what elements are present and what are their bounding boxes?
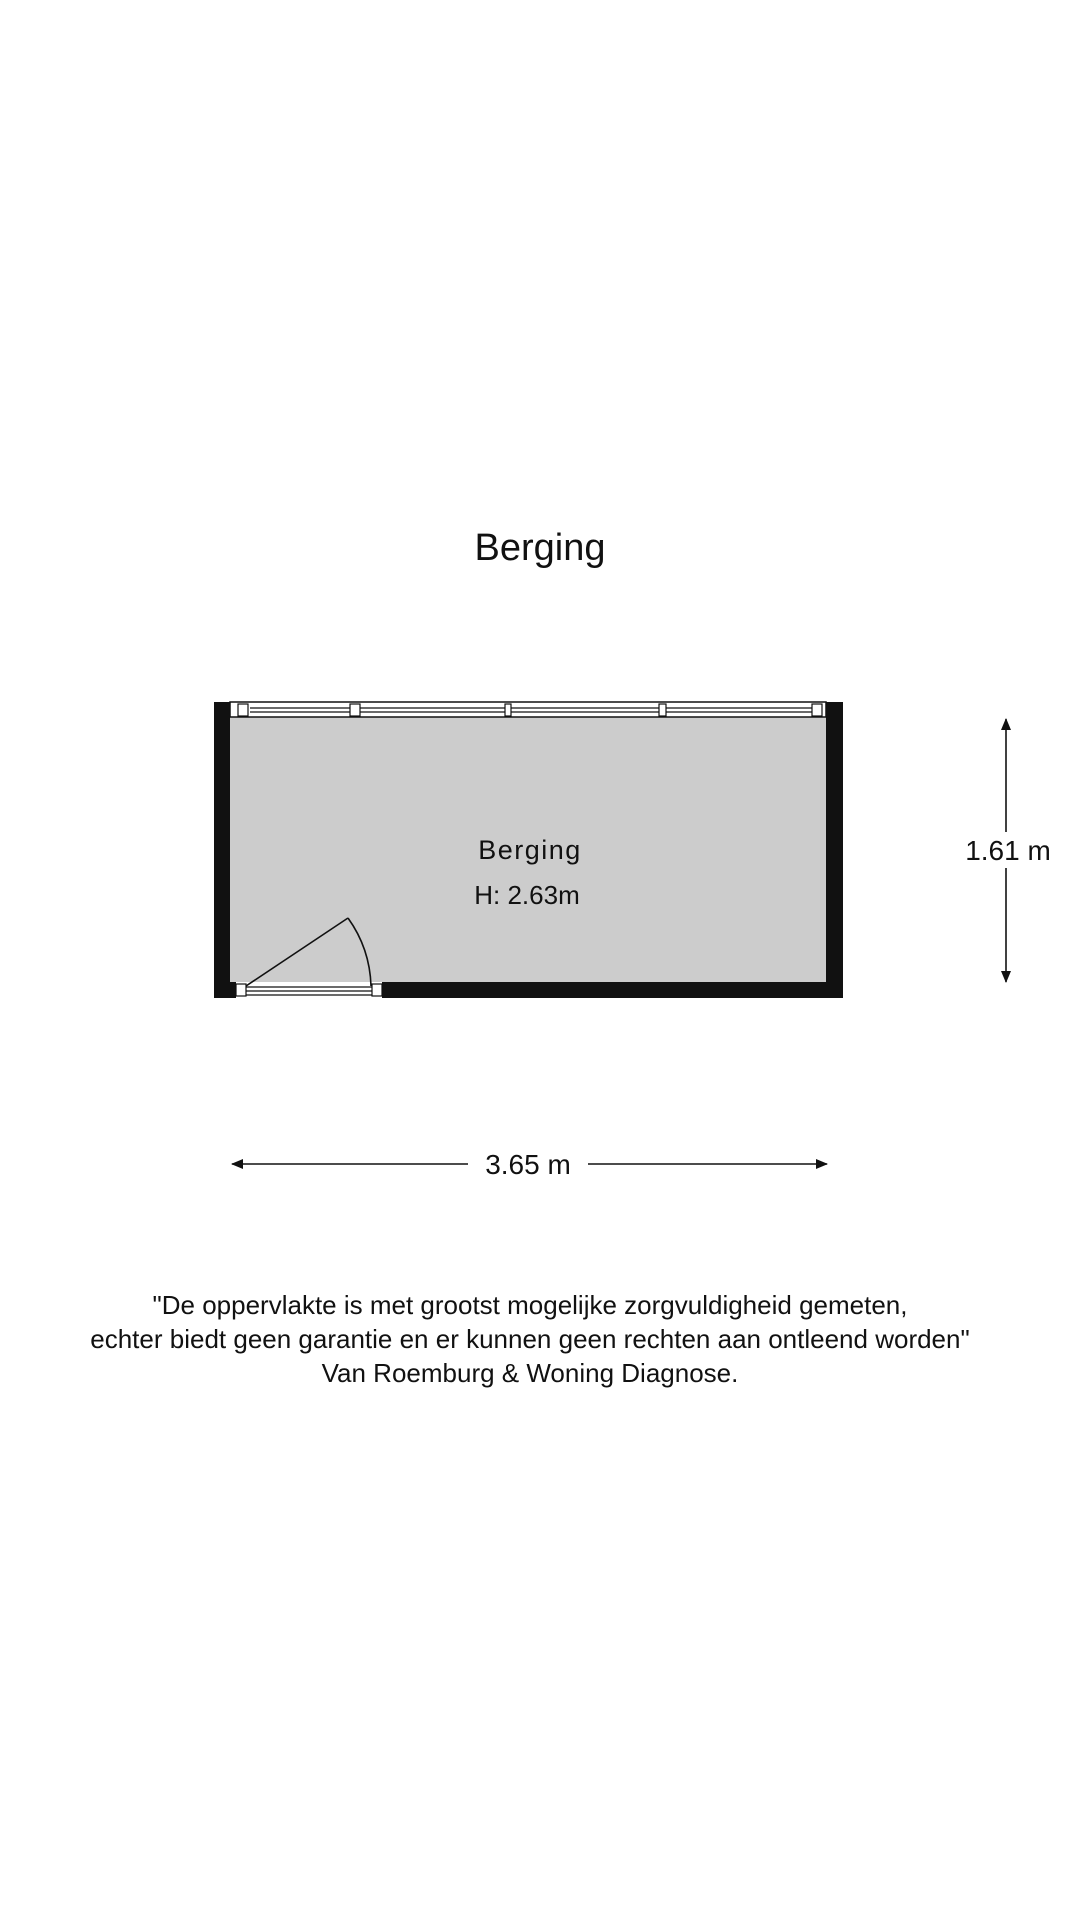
room-floor — [230, 717, 830, 982]
right-wall — [826, 702, 843, 998]
depth-dimension: 1.61 m — [965, 718, 1051, 983]
left-wall — [214, 702, 230, 998]
depth-label: 1.61 m — [965, 835, 1051, 866]
width-label: 3.65 m — [485, 1149, 571, 1180]
room-name-label: Berging — [478, 835, 582, 865]
disclaimer-line: echter biedt geen garantie en er kunnen … — [90, 1324, 970, 1354]
door — [235, 917, 383, 998]
page-title: Berging — [474, 527, 606, 569]
disclaimer: "De oppervlakte is met grootst mogelijke… — [0, 1288, 1060, 1390]
bottom-wall — [382, 982, 843, 998]
bottom-left-wall-stub — [214, 982, 236, 998]
disclaimer-line: Van Roemburg & Woning Diagnose. — [321, 1358, 739, 1388]
room-height-label: H: 2.63m — [474, 880, 580, 910]
width-dimension: 3.65 m — [231, 1149, 828, 1180]
top-windows — [229, 701, 827, 718]
disclaimer-line: "De oppervlakte is met grootst mogelijke… — [152, 1290, 908, 1320]
